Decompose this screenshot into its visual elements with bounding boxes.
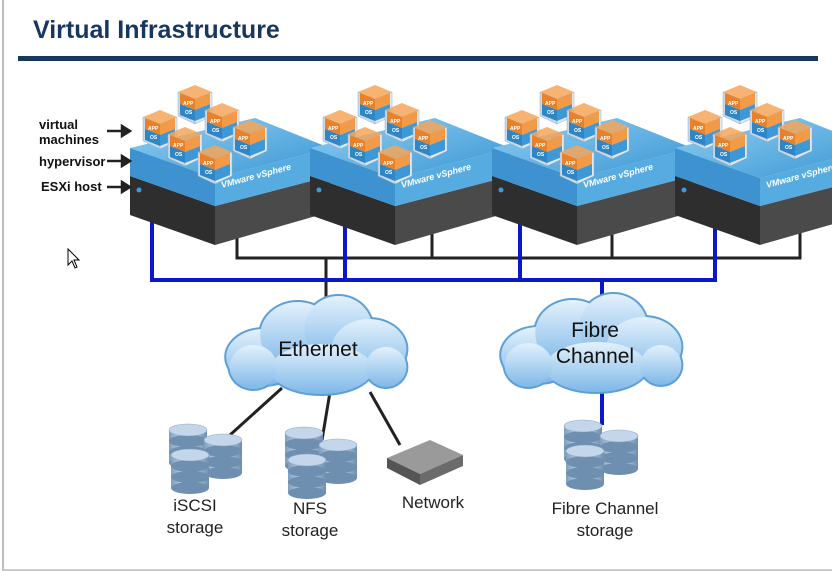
virtual-machine-icon (197, 145, 233, 185)
os-label: OS (365, 110, 373, 116)
virtual-machine-icon (167, 127, 203, 167)
os-label: OS (695, 135, 703, 141)
app-label: APP (353, 143, 364, 149)
esxi-host-4 (675, 85, 832, 245)
app-label: APP (783, 136, 794, 142)
nfs-storage-label: NFS storage (281, 499, 339, 540)
virtual-machine-icon (142, 110, 178, 150)
os-label: OS (567, 170, 575, 176)
app-label: APP (238, 136, 249, 142)
app-label: APP (363, 101, 374, 107)
virtual-machine-icon (232, 120, 268, 160)
network-device-link (368, 391, 402, 446)
os-label: OS (757, 128, 765, 134)
virtual-machine-icon (594, 120, 630, 160)
fc-link-bus (150, 215, 717, 282)
virtual-machine-icon (377, 145, 413, 185)
os-label: OS (205, 170, 213, 176)
app-label: APP (328, 126, 339, 132)
app-label: APP (203, 161, 214, 167)
legend-hypervisor: hypervisor (39, 154, 106, 169)
os-label: OS (212, 128, 220, 134)
app-label: APP (390, 119, 401, 125)
legend-arrows (107, 123, 133, 195)
os-label: OS (240, 145, 248, 151)
os-label: OS (355, 152, 363, 158)
iscsi-storage-icon (168, 423, 243, 494)
iscsi-storage-label: iSCSI storage (166, 496, 224, 537)
os-label: OS (385, 170, 393, 176)
mouse-pointer-icon (67, 247, 81, 269)
iscsi-link (228, 386, 284, 437)
virtual-machine-icon (504, 110, 540, 150)
virtual-machine-icon (412, 120, 448, 160)
app-label: APP (565, 161, 576, 167)
os-label: OS (537, 152, 545, 158)
server-icon (310, 176, 510, 245)
app-label: APP (600, 136, 611, 142)
virtual-machine-icon (384, 103, 420, 143)
virtual-machine-icon (777, 120, 813, 160)
fibre-channel-cloud-icon (499, 292, 684, 394)
os-label: OS (185, 110, 193, 116)
esxi-host-3 (492, 85, 692, 245)
app-label: APP (728, 101, 739, 107)
app-label: APP (383, 161, 394, 167)
os-label: OS (420, 145, 428, 151)
app-label: APP (545, 101, 556, 107)
os-label: OS (512, 135, 520, 141)
nfs-link (320, 391, 332, 441)
app-label: APP (148, 126, 159, 132)
app-label: APP (535, 143, 546, 149)
esxi-host-1 (130, 85, 330, 245)
app-label: APP (173, 143, 184, 149)
virtual-machine-icon (712, 127, 748, 167)
os-label: OS (175, 152, 183, 158)
nfs-storage-icon (284, 426, 358, 499)
network-switch-icon (387, 440, 463, 485)
os-label: OS (602, 145, 610, 151)
os-label: OS (730, 110, 738, 116)
fibre-channel-storage-label: Fibre Channel storage (551, 499, 659, 540)
app-label: APP (693, 126, 704, 132)
os-label: OS (547, 110, 555, 116)
virtual-machine-icon (529, 127, 565, 167)
network-label: Network (401, 493, 465, 512)
legend-esxi-host: ESXi host (41, 179, 102, 194)
app-label: APP (572, 119, 583, 125)
fibre-channel-label: Fibre Channel (555, 319, 635, 368)
page-title: Virtual Infrastructure (33, 16, 280, 44)
virtual-machine-icon (177, 85, 213, 125)
virtual-machine-icon (357, 85, 393, 125)
app-label: APP (510, 126, 521, 132)
os-label: OS (150, 135, 158, 141)
title-rule (18, 56, 818, 61)
virtual-machine-icon (539, 85, 575, 125)
virtual-machine-icon (559, 145, 595, 185)
server-icon (492, 176, 692, 245)
app-label: APP (418, 136, 429, 142)
os-label: OS (330, 135, 338, 141)
app-label: APP (718, 143, 729, 149)
server-icon (675, 176, 832, 245)
os-label: OS (574, 128, 582, 134)
legend-virtual-machines: virtual machines (39, 117, 99, 147)
os-label: OS (785, 145, 793, 151)
app-label: APP (210, 119, 221, 125)
fibre-channel-storage-icon (563, 419, 639, 490)
esxi-host-2 (310, 85, 510, 245)
os-label: OS (392, 128, 400, 134)
app-label: APP (183, 101, 194, 107)
ethernet-label: Ethernet (278, 338, 358, 361)
server-icon (130, 176, 330, 245)
app-label: APP (755, 119, 766, 125)
ethernet-cloud-icon (224, 294, 409, 396)
os-label: OS (720, 152, 728, 158)
